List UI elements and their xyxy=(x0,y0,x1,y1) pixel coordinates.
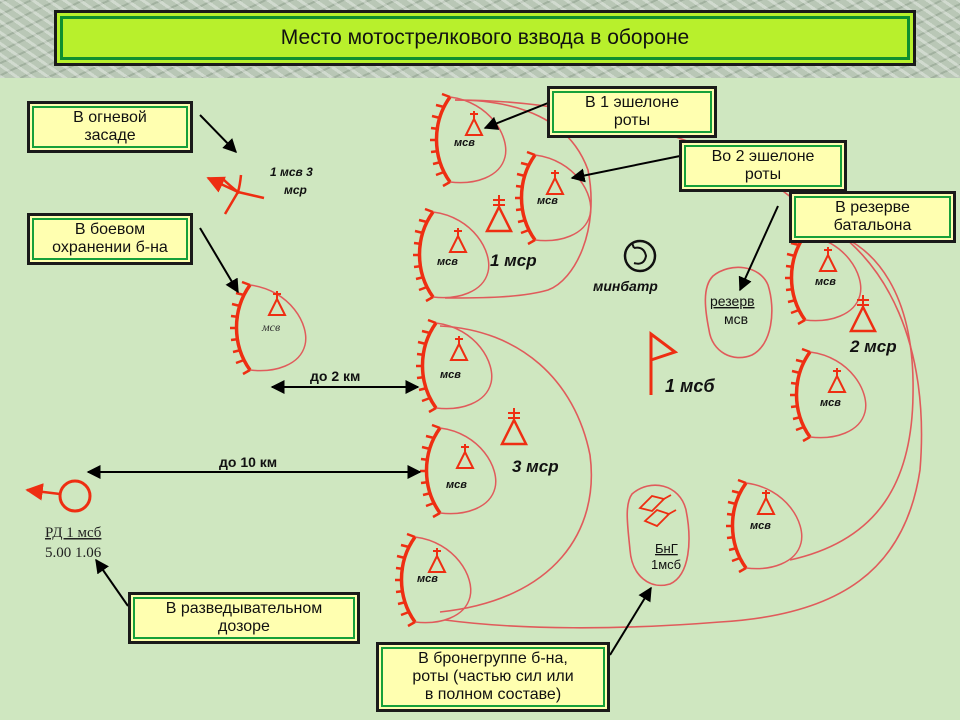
platoon-position: мсв xyxy=(420,423,497,519)
recon-unit-label: РД 1 мсб xyxy=(45,525,102,541)
reserve-unit-label: мсв xyxy=(724,311,748,327)
callout-first-echelon: В 1 эшелоне роты xyxy=(547,86,717,138)
recon-time-label: 5.00 1.06 xyxy=(45,545,102,561)
callout-recon: В разведывательном дозоре xyxy=(128,592,360,644)
callout-ambush: В огневой засаде xyxy=(27,101,193,153)
recon-pointer xyxy=(95,558,129,607)
platoon-position: мсв xyxy=(785,230,862,326)
mortar-battery-label: минбатр xyxy=(593,278,658,294)
company-3-label: 3 мср xyxy=(512,457,559,476)
callout-ambush-text: В огневой засаде xyxy=(73,109,147,144)
platoon-label: мсв xyxy=(454,137,475,149)
reserve-label: резерв xyxy=(710,293,755,309)
platoon-label: мсв xyxy=(261,320,280,334)
platoon-label: мсв xyxy=(537,195,558,207)
ambush-unit-line2: мср xyxy=(284,183,307,197)
callout-recon-text: В разведывательном дозоре xyxy=(165,600,323,635)
recon-patrol-symbol xyxy=(25,479,92,513)
platoon-position: мсв xyxy=(790,347,867,443)
callout-second-echelon-text: Во 2 эшелоне роты xyxy=(711,148,815,183)
platoon-label: мсв xyxy=(815,276,836,288)
platoon-position: мсв xyxy=(726,478,803,574)
platoon-label: мсв xyxy=(440,369,461,381)
platoon-label: мсв xyxy=(417,573,438,585)
company-2-boundary xyxy=(789,227,914,561)
callout-second-echelon: Во 2 эшелоне роты xyxy=(679,140,847,192)
callout-first-echelon-text: В 1 эшелоне роты xyxy=(585,94,679,129)
company-1-boundary xyxy=(444,99,592,299)
company-3-boundary xyxy=(439,325,593,613)
armor-vehicle-icon xyxy=(638,494,677,528)
first-echelon-pointer xyxy=(483,102,549,130)
platoon-position: мсв xyxy=(413,207,490,303)
callout-outpost-text: В боевом охранении б-на xyxy=(52,221,168,256)
company-1-label: 1 мср xyxy=(490,251,537,270)
callout-reserve-text: В резерве батальона xyxy=(833,199,912,234)
callout-outpost: В боевом охранении б-на xyxy=(27,213,193,265)
armor-group-label: БнГ xyxy=(655,541,678,556)
company-2-label: 2 мср xyxy=(849,337,897,356)
platoon-position: мсв xyxy=(430,92,507,188)
platoon-label: мсв xyxy=(750,520,771,532)
platoon-position: мсв xyxy=(230,280,307,376)
platoon-position: мсв xyxy=(395,532,472,628)
reserve-pointer xyxy=(738,205,779,292)
company-hq-symbol xyxy=(484,195,514,233)
platoon-label: мсв xyxy=(437,256,458,268)
callout-reserve: В резерве батальона xyxy=(789,191,956,243)
callout-armor-group-text: В бронегруппе б-на, роты (частью сил или… xyxy=(412,650,574,703)
second-echelon-pointer xyxy=(570,155,681,183)
armor-group-unit-label: 1мсб xyxy=(651,557,681,572)
ambush-symbol xyxy=(206,174,265,215)
distance-10km-label: до 10 км xyxy=(219,454,277,470)
platoon-position: мсв xyxy=(515,150,592,246)
platoon-label: мсв xyxy=(820,397,841,409)
battalion-flag-symbol xyxy=(649,331,679,395)
outpost-pointer xyxy=(199,227,239,294)
armor-group-area xyxy=(626,484,690,587)
company-hq-symbol xyxy=(499,408,529,446)
platoon-position: мсв xyxy=(416,318,493,414)
distance-2km-label: до 2 км xyxy=(310,368,360,384)
platoon-label: мсв xyxy=(446,479,467,491)
battalion-label: 1 мсб xyxy=(665,376,715,396)
armor-group-pointer xyxy=(609,586,652,656)
ambush-pointer xyxy=(199,114,237,154)
reserve-area xyxy=(704,266,773,359)
mortar-battery-symbol xyxy=(623,239,657,273)
page-title: Место мотострелкового взвода в обороне xyxy=(280,26,690,49)
company-hq-symbol xyxy=(848,295,878,333)
callout-armor-group: В бронегруппе б-на, роты (частью сил или… xyxy=(376,642,610,712)
ambush-unit-line1: 1 мсв 3 xyxy=(270,165,313,179)
